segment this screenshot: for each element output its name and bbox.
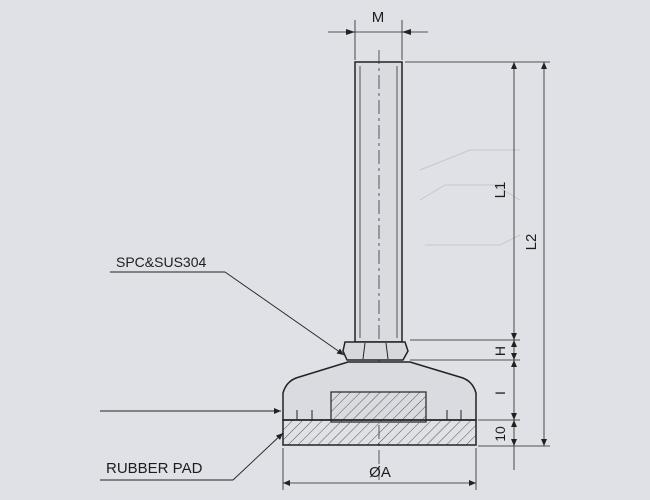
callout-material: SPC&SUS304	[110, 254, 345, 356]
dimension-m-label: M	[372, 9, 385, 26]
dimension-10: 10	[492, 420, 517, 470]
dimension-m: M	[328, 9, 428, 60]
dimension-h-label: H	[492, 346, 508, 356]
callout-rubber-pad-label: RUBBER PAD	[106, 460, 203, 477]
dimension-i-label: I	[492, 391, 508, 395]
dimension-a-label: ØA	[369, 464, 391, 481]
dimension-l2: L2	[523, 62, 547, 446]
dimension-l2-label: L2	[523, 234, 540, 251]
callout-material-label: SPC&SUS304	[116, 254, 206, 270]
dimension-l1-label: L1	[492, 182, 509, 199]
rubber-pad	[282, 419, 477, 446]
background-ghost-lines	[399, 149, 521, 250]
dimension-10-label: 10	[492, 426, 508, 442]
dimension-a: ØA	[282, 448, 477, 490]
dimension-l1: L1	[492, 62, 517, 340]
hex-nut	[342, 341, 409, 361]
dimension-i: I	[492, 360, 517, 420]
callout-rubber-pad: RUBBER PAD	[100, 432, 284, 481]
base-body	[282, 361, 477, 423]
dimension-h: H	[492, 340, 517, 360]
